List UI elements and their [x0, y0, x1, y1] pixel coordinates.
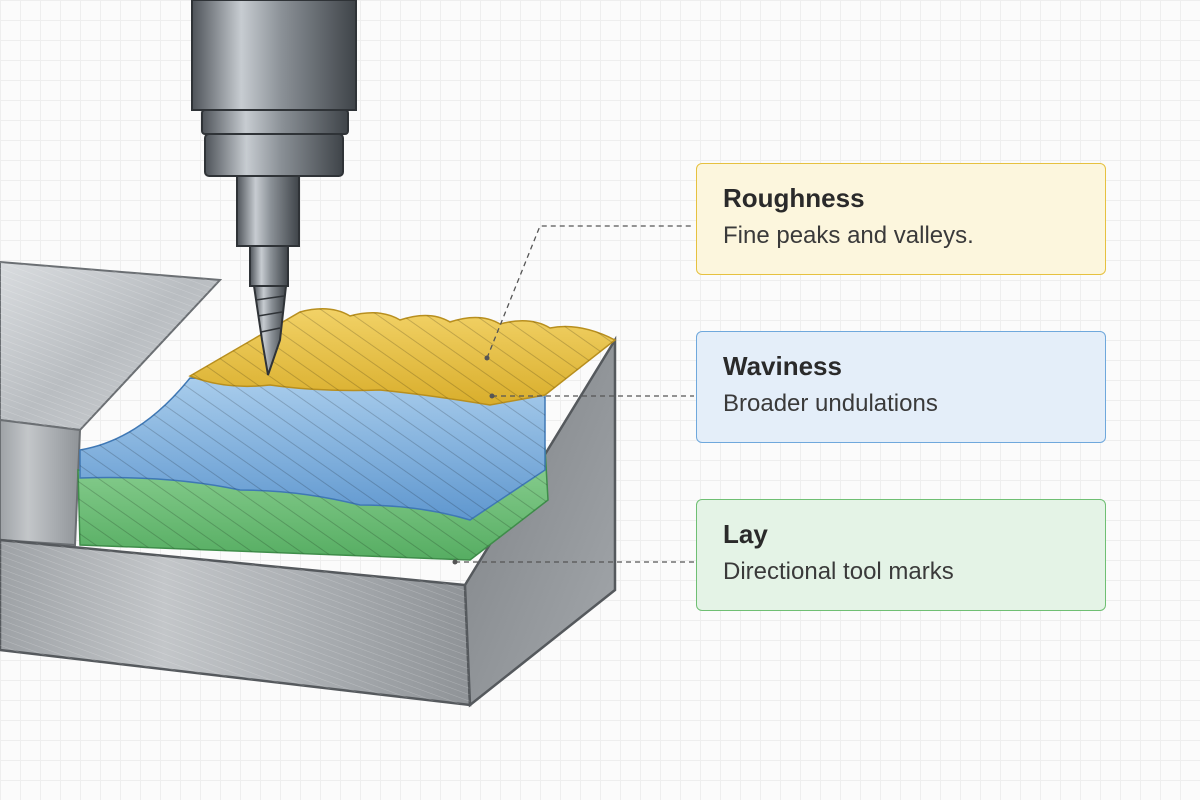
- spindle-body: [191, 0, 357, 111]
- surface-layers: [77, 308, 617, 561]
- block-left-front: [0, 418, 82, 547]
- tool-holder: [236, 175, 300, 247]
- spindle-nut: [204, 133, 344, 177]
- spindle-collar: [201, 109, 349, 135]
- lay-description: Directional tool marks: [723, 558, 954, 585]
- waviness-title: Waviness: [723, 351, 842, 381]
- block-right-face: [463, 335, 617, 708]
- milling-tool-icon: [191, 0, 357, 376]
- leader-lines: [455, 225, 694, 563]
- waviness-description: Broader undulations: [723, 390, 938, 417]
- roughness-description: Fine peaks and valleys.: [723, 222, 974, 249]
- metal-block: [0, 260, 617, 708]
- roughness-title: Roughness: [723, 183, 865, 213]
- tool-shank: [249, 245, 289, 287]
- lay-title: Lay: [723, 519, 768, 549]
- lay-callout: Lay Directional tool marks: [696, 499, 1106, 611]
- waviness-callout: Waviness Broader undulations: [696, 331, 1106, 443]
- leader-roughness: [486, 225, 694, 359]
- roughness-callout: Roughness Fine peaks and valleys.: [696, 163, 1106, 275]
